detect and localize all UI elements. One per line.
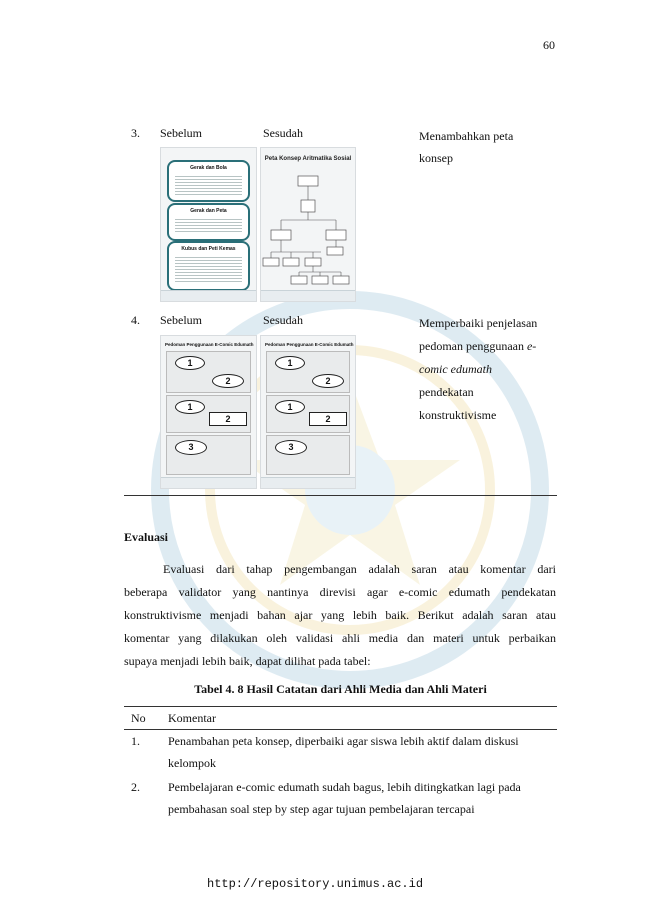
before-screenshot-guide: Pedoman Penggunaan E-Comic Edumath 1 2 1… [160, 335, 257, 489]
before-label: Sebelum [160, 126, 202, 140]
bottom-nav-bar [161, 477, 256, 488]
description-italic: e- [526, 339, 537, 353]
after-label: Sesudah [263, 313, 303, 327]
caption-box: 2 [309, 412, 347, 426]
table-bottom-rule [124, 495, 557, 496]
bottom-nav-bar [261, 477, 355, 488]
table-rule-top [124, 706, 557, 707]
info-card: Gerak dan Bola [167, 160, 250, 202]
bottom-nav-bar [161, 290, 256, 301]
description-line: pedoman penggunaan e- [419, 335, 559, 358]
comment-text: Pembelajaran e-comic edumath sudah bagus… [168, 780, 521, 794]
table-rule-header [124, 729, 557, 730]
after-screenshot-guide: Pedoman Penggunaan E-Comic Edumath 1 2 1… [260, 335, 356, 489]
bottom-nav-bar [261, 290, 355, 301]
paragraph-line: Evaluasi dari tahap pengembangan adalah … [163, 562, 556, 576]
comment-text: kelompok [168, 756, 216, 770]
row-description: Memperbaiki penjelasan pedoman penggunaa… [419, 312, 559, 427]
paragraph-line: konstruktivisme menjadi bahan ajar yang … [124, 608, 556, 622]
paragraph-line: supaya menjadi lebih baik, dapat dilihat… [124, 654, 371, 668]
before-screenshot-cards: Gerak dan Bola Gerak dan Peta Kubus dan … [160, 147, 257, 302]
row-number: 3. [131, 126, 140, 140]
speech-bubble: 1 [275, 400, 305, 414]
page-number: 60 [543, 38, 555, 52]
row-description: Menambahkan peta konsep [419, 129, 514, 165]
speech-bubble: 2 [212, 374, 244, 388]
paragraph-line: komentar yang dilakukan oleh validasi ah… [124, 631, 556, 645]
caption-box: 2 [209, 412, 247, 426]
description-line: comic edumath [419, 362, 492, 376]
guide-panel: 1 2 [166, 395, 251, 433]
comment-no: 1. [131, 734, 140, 748]
info-card: Kubus dan Peti Kemas [167, 241, 250, 291]
speech-bubble: 1 [275, 356, 305, 370]
description-line: Memperbaiki penjelasan [419, 316, 538, 330]
guide-panel: 3 [266, 435, 350, 475]
guide-panel: 3 [166, 435, 251, 475]
concept-map-diagram [262, 175, 350, 285]
guide-header: Pedoman Penggunaan E-Comic Edumath [165, 342, 254, 347]
card-title: Gerak dan Bola [190, 165, 227, 171]
section-title: Evaluasi [124, 530, 169, 544]
speech-bubble: 1 [175, 400, 205, 414]
column-header-comment: Komentar [168, 711, 216, 725]
comment-text: Penambahan peta konsep, diperbaiki agar … [168, 734, 519, 748]
card-title: Kubus dan Peti Kemas [181, 246, 236, 252]
footer-url[interactable]: http://repository.unimus.ac.id [207, 877, 424, 891]
guide-header: Pedoman Penggunaan E-Comic Edumath [265, 342, 354, 347]
after-label: Sesudah [263, 126, 303, 140]
guide-panel: 1 2 [266, 351, 350, 393]
info-card: Gerak dan Peta [167, 203, 250, 241]
comment-text: pembahasan soal step by step agar tujuan… [168, 802, 475, 816]
speech-bubble: 3 [175, 440, 207, 455]
description-line: pendekatan [419, 385, 474, 399]
column-header-no: No [131, 711, 146, 725]
body-paragraph: Evaluasi dari tahap pengembangan adalah … [124, 558, 556, 673]
before-label: Sebelum [160, 313, 202, 327]
guide-panel: 1 2 [166, 351, 251, 393]
comment-no: 2. [131, 780, 140, 794]
speech-bubble: 3 [275, 440, 307, 455]
speech-bubble: 2 [312, 374, 344, 388]
table-caption: Tabel 4. 8 Hasil Catatan dari Ahli Media… [194, 682, 487, 696]
card-title: Gerak dan Peta [190, 208, 227, 214]
row-number: 4. [131, 313, 140, 327]
after-screenshot-concept-map: Peta Konsep Aritmatika Sosial [260, 147, 356, 302]
paragraph-line: beberapa validator yang nantinya direvis… [124, 585, 556, 599]
speech-bubble: 1 [175, 356, 205, 370]
concept-map-title: Peta Konsep Aritmatika Sosial [264, 156, 352, 162]
guide-panel: 1 2 [266, 395, 350, 433]
description-line: konstruktivisme [419, 408, 497, 422]
description-text: pedoman penggunaan [419, 339, 527, 353]
